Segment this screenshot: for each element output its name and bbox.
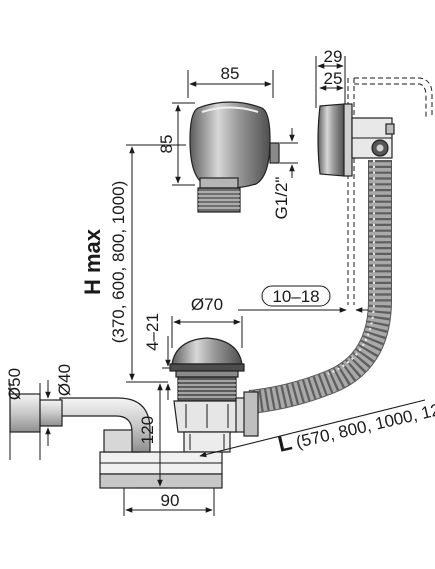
dim-wall-range: 10–18 bbox=[272, 287, 319, 306]
overflow-rose bbox=[317, 103, 395, 177]
dim-pipe-d40: Ø40 bbox=[55, 364, 74, 396]
overflow-thread bbox=[197, 187, 241, 213]
dim-plug-range: 4–21 bbox=[143, 313, 162, 351]
dim-plug-diameter: Ø70 bbox=[191, 295, 223, 314]
dim-overflow-height: 85 bbox=[157, 135, 176, 154]
overflow-head: 85 85 bbox=[157, 64, 280, 213]
flexible-hose bbox=[248, 160, 392, 414]
dim-overflow-width: 85 bbox=[221, 64, 240, 83]
plug-assembly bbox=[169, 337, 259, 453]
dim-outlet-inner: 25 bbox=[324, 69, 343, 88]
dim-thread: G1/2" bbox=[272, 177, 291, 220]
h-max-values: (370, 600, 800, 1000) bbox=[109, 181, 128, 344]
h-max-label: H max bbox=[80, 228, 105, 295]
plug-thread bbox=[177, 376, 237, 402]
dim-pipe-d50: Ø50 bbox=[5, 368, 24, 400]
l-label: L bbox=[276, 429, 295, 456]
bath-wall bbox=[347, 77, 433, 305]
dim-trap-height: 120 bbox=[138, 416, 157, 444]
dim-trap-width: 90 bbox=[161, 491, 180, 510]
dim-outlet-depth: 29 bbox=[324, 47, 343, 66]
